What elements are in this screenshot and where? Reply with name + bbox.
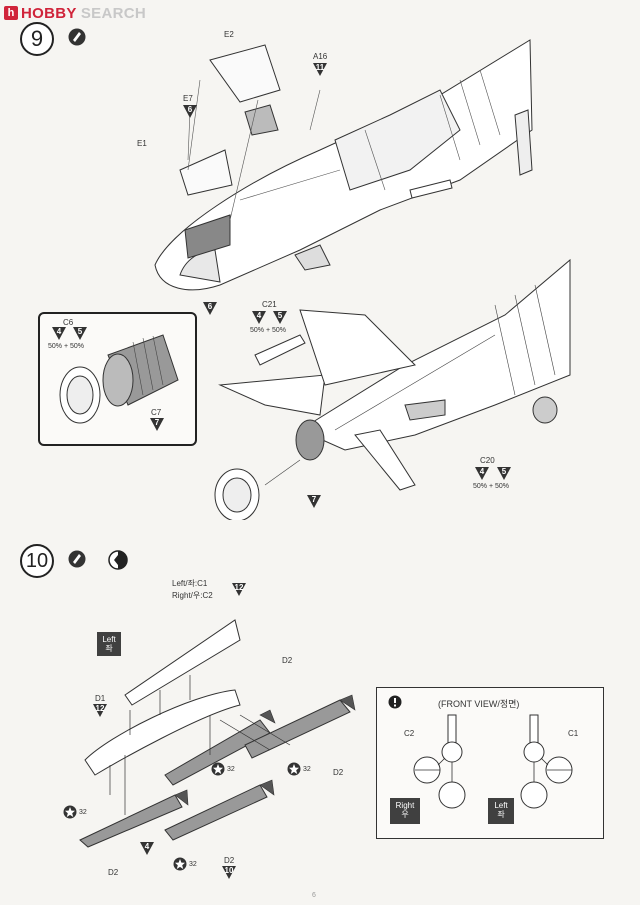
c20-mix-ratio: 50% + 50% (473, 483, 509, 490)
decal-star-icon (287, 762, 301, 776)
label-c1: C1 (568, 729, 579, 738)
c6-mix-ratio: 50% + 50% (48, 343, 84, 350)
watermark-suffix: SEARCH (76, 4, 147, 22)
label-a16: A16 (313, 52, 328, 61)
paint-d1: 12 (93, 704, 107, 718)
label-e1: E1 (137, 139, 147, 148)
pylon-missiles-drawing (79, 619, 356, 848)
paint-code-cockpit: 6 (203, 302, 217, 316)
decal-number: 32 (227, 766, 235, 773)
label-c21: C21 (262, 300, 277, 309)
watermark: h HOBBY SEARCH (4, 4, 146, 22)
label-c6: C6 (63, 318, 74, 327)
label-d2-bottom: D2 (224, 856, 235, 865)
paint-c21-a: 4 (252, 311, 266, 325)
paint-d2-bottom: 10 (222, 866, 236, 880)
decal-number: 32 (189, 861, 197, 868)
label-d1: D1 (95, 694, 106, 703)
paint-c12: 12 (232, 583, 246, 597)
label-d2-right: D2 (333, 768, 344, 777)
paint-c21-b: 5 (273, 311, 287, 325)
paint-c20-a: 4 (475, 467, 489, 481)
decal-star-icon (211, 762, 225, 776)
decal-number: 32 (303, 766, 311, 773)
fuselage-drawing (154, 39, 533, 291)
label-e2: E2 (224, 30, 234, 39)
paint-exhaust: 7 (307, 495, 321, 509)
paint-c6-b: 5 (73, 327, 87, 341)
decal-star-icon (173, 857, 187, 871)
intake-parts-drawing (59, 334, 179, 424)
caution-icon (388, 695, 402, 709)
wing-fuselage-drawing (214, 258, 571, 520)
label-e7: E7 (183, 94, 193, 103)
paint-code-a16: 11 (313, 63, 327, 77)
paint-c6-a: 4 (52, 327, 66, 341)
label-d2-top: D2 (282, 656, 293, 665)
glue-icon (68, 28, 86, 46)
label-d2-bottom-left: D2 (108, 868, 119, 877)
watermark-brand: HOBBY (21, 4, 77, 22)
decal-star-icon (63, 805, 77, 819)
page-number: 6 (312, 892, 316, 899)
c21-mix-ratio: 50% + 50% (250, 327, 286, 334)
both-sides-icon (108, 550, 128, 570)
paint-c20-b: 5 (497, 467, 511, 481)
label-c-left: Left/좌:C1 (172, 579, 208, 588)
label-c7: C7 (151, 408, 162, 417)
paint-c7: 7 (150, 418, 164, 432)
paint-code-4: 4 (140, 842, 154, 856)
paint-code-e7: 6 (183, 105, 197, 119)
front-view-title: (FRONT VIEW/정면) (438, 699, 520, 709)
glue-icon (68, 550, 86, 568)
decal-number: 32 (79, 809, 87, 816)
step-9-number: 9 (20, 22, 54, 56)
label-c20: C20 (480, 456, 495, 465)
front-view-drawing (413, 714, 573, 809)
label-c-right: Right/우:C2 (172, 591, 213, 600)
hobby-search-logo-icon: h (4, 6, 18, 20)
label-c2: C2 (404, 729, 415, 738)
step-10-number: 10 (20, 544, 54, 578)
